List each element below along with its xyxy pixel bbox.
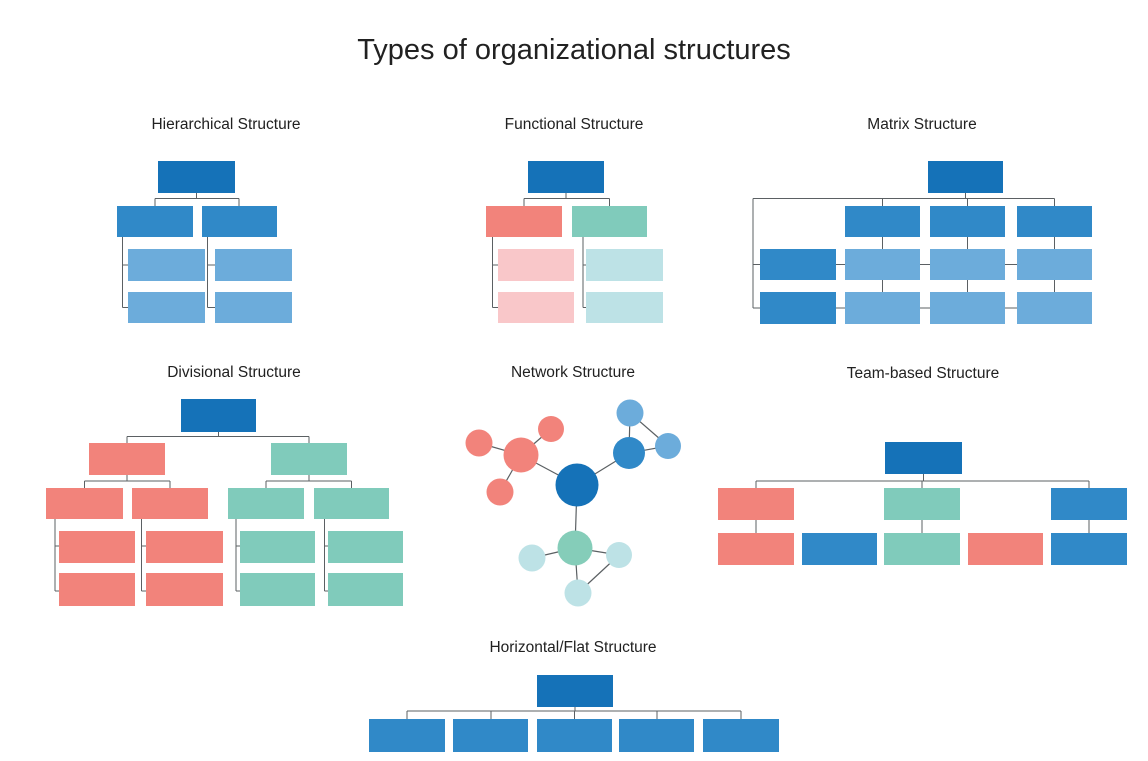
team-based-structure-box bbox=[718, 533, 794, 565]
divisional-structure-box bbox=[228, 488, 304, 519]
matrix-structure-box bbox=[760, 292, 836, 324]
matrix-structure-box bbox=[1017, 292, 1092, 324]
matrix-structure-box bbox=[845, 292, 920, 324]
matrix-structure-box bbox=[1017, 206, 1092, 237]
functional-structure-box bbox=[498, 249, 574, 281]
matrix-structure-box bbox=[930, 206, 1005, 237]
network-structure-node bbox=[518, 544, 546, 572]
network-structure-node bbox=[538, 416, 564, 442]
hierarchical-structure-box bbox=[117, 206, 193, 237]
network-structure-node bbox=[564, 579, 592, 607]
divisional-structure-box bbox=[271, 443, 347, 475]
divisional-structure-box bbox=[328, 573, 403, 606]
label-functional-structure: Functional Structure bbox=[504, 116, 644, 133]
matrix-structure-box bbox=[760, 249, 836, 280]
team-based-structure-box bbox=[884, 488, 960, 520]
label-divisional-structure: Divisional Structure bbox=[167, 364, 301, 381]
divisional-structure-box bbox=[181, 399, 256, 432]
page-title: Types of organizational structures bbox=[357, 34, 791, 66]
hierarchical-structure-box bbox=[215, 292, 292, 323]
functional-structure-box bbox=[486, 206, 562, 237]
network-structure-node bbox=[616, 399, 644, 427]
horizontal-flat-structure-box bbox=[537, 675, 613, 707]
divisional-structure-box bbox=[240, 573, 315, 606]
team-based-structure-box bbox=[802, 533, 877, 565]
horizontal-flat-structure-box bbox=[703, 719, 779, 752]
matrix-structure-box bbox=[845, 206, 920, 237]
network-structure-node bbox=[655, 433, 681, 459]
hierarchical-structure-box bbox=[128, 249, 205, 281]
label-matrix-structure: Matrix Structure bbox=[867, 116, 977, 133]
network-structure-node bbox=[606, 542, 632, 568]
hierarchical-structure-box bbox=[128, 292, 205, 323]
label-team-based-structure: Team-based Structure bbox=[846, 365, 1000, 382]
horizontal-flat-structure-box bbox=[369, 719, 445, 752]
matrix-structure-box bbox=[1017, 249, 1092, 280]
functional-structure-box bbox=[586, 292, 663, 323]
horizontal-flat-structure-box bbox=[453, 719, 528, 752]
horizontal-flat-structure-box bbox=[619, 719, 694, 752]
network-structure-node bbox=[557, 530, 593, 566]
divisional-structure-box bbox=[240, 531, 315, 563]
functional-structure-box bbox=[572, 206, 647, 237]
divisional-structure-box bbox=[59, 573, 135, 606]
functional-structure-box bbox=[528, 161, 604, 193]
team-based-structure-box bbox=[718, 488, 794, 520]
team-based-structure-box bbox=[1051, 488, 1127, 520]
team-based-structure-box bbox=[968, 533, 1043, 565]
divisional-structure-box bbox=[146, 573, 223, 606]
network-structure-node bbox=[555, 463, 599, 507]
network-structure-node bbox=[465, 429, 493, 457]
hierarchical-structure-box bbox=[215, 249, 292, 281]
divisional-structure-box bbox=[314, 488, 389, 519]
team-based-structure-box bbox=[885, 442, 962, 474]
network-structure-node bbox=[486, 478, 514, 506]
horizontal-flat-structure-box bbox=[537, 719, 612, 752]
hierarchical-structure-box bbox=[158, 161, 235, 193]
divisional-structure-box bbox=[146, 531, 223, 563]
matrix-structure-box bbox=[928, 161, 1003, 193]
team-based-structure-box bbox=[1051, 533, 1127, 565]
network-structure-node bbox=[503, 437, 539, 473]
matrix-structure-box bbox=[930, 249, 1005, 280]
divisional-structure-box bbox=[46, 488, 123, 519]
team-based-structure-box bbox=[884, 533, 960, 565]
functional-structure-box bbox=[586, 249, 663, 281]
matrix-structure-box bbox=[845, 249, 920, 280]
hierarchical-structure-box bbox=[202, 206, 277, 237]
divisional-structure-box bbox=[59, 531, 135, 563]
matrix-structure-box bbox=[930, 292, 1005, 324]
divisional-structure-box bbox=[328, 531, 403, 563]
divisional-structure-box bbox=[132, 488, 208, 519]
functional-structure-box bbox=[498, 292, 574, 323]
label-horizontal-flat-structure: Horizontal/Flat Structure bbox=[489, 639, 657, 656]
network-structure-node bbox=[613, 437, 645, 469]
divisional-structure-box bbox=[89, 443, 165, 475]
label-hierarchical-structure: Hierarchical Structure bbox=[151, 116, 301, 133]
label-network-structure: Network Structure bbox=[510, 364, 636, 381]
